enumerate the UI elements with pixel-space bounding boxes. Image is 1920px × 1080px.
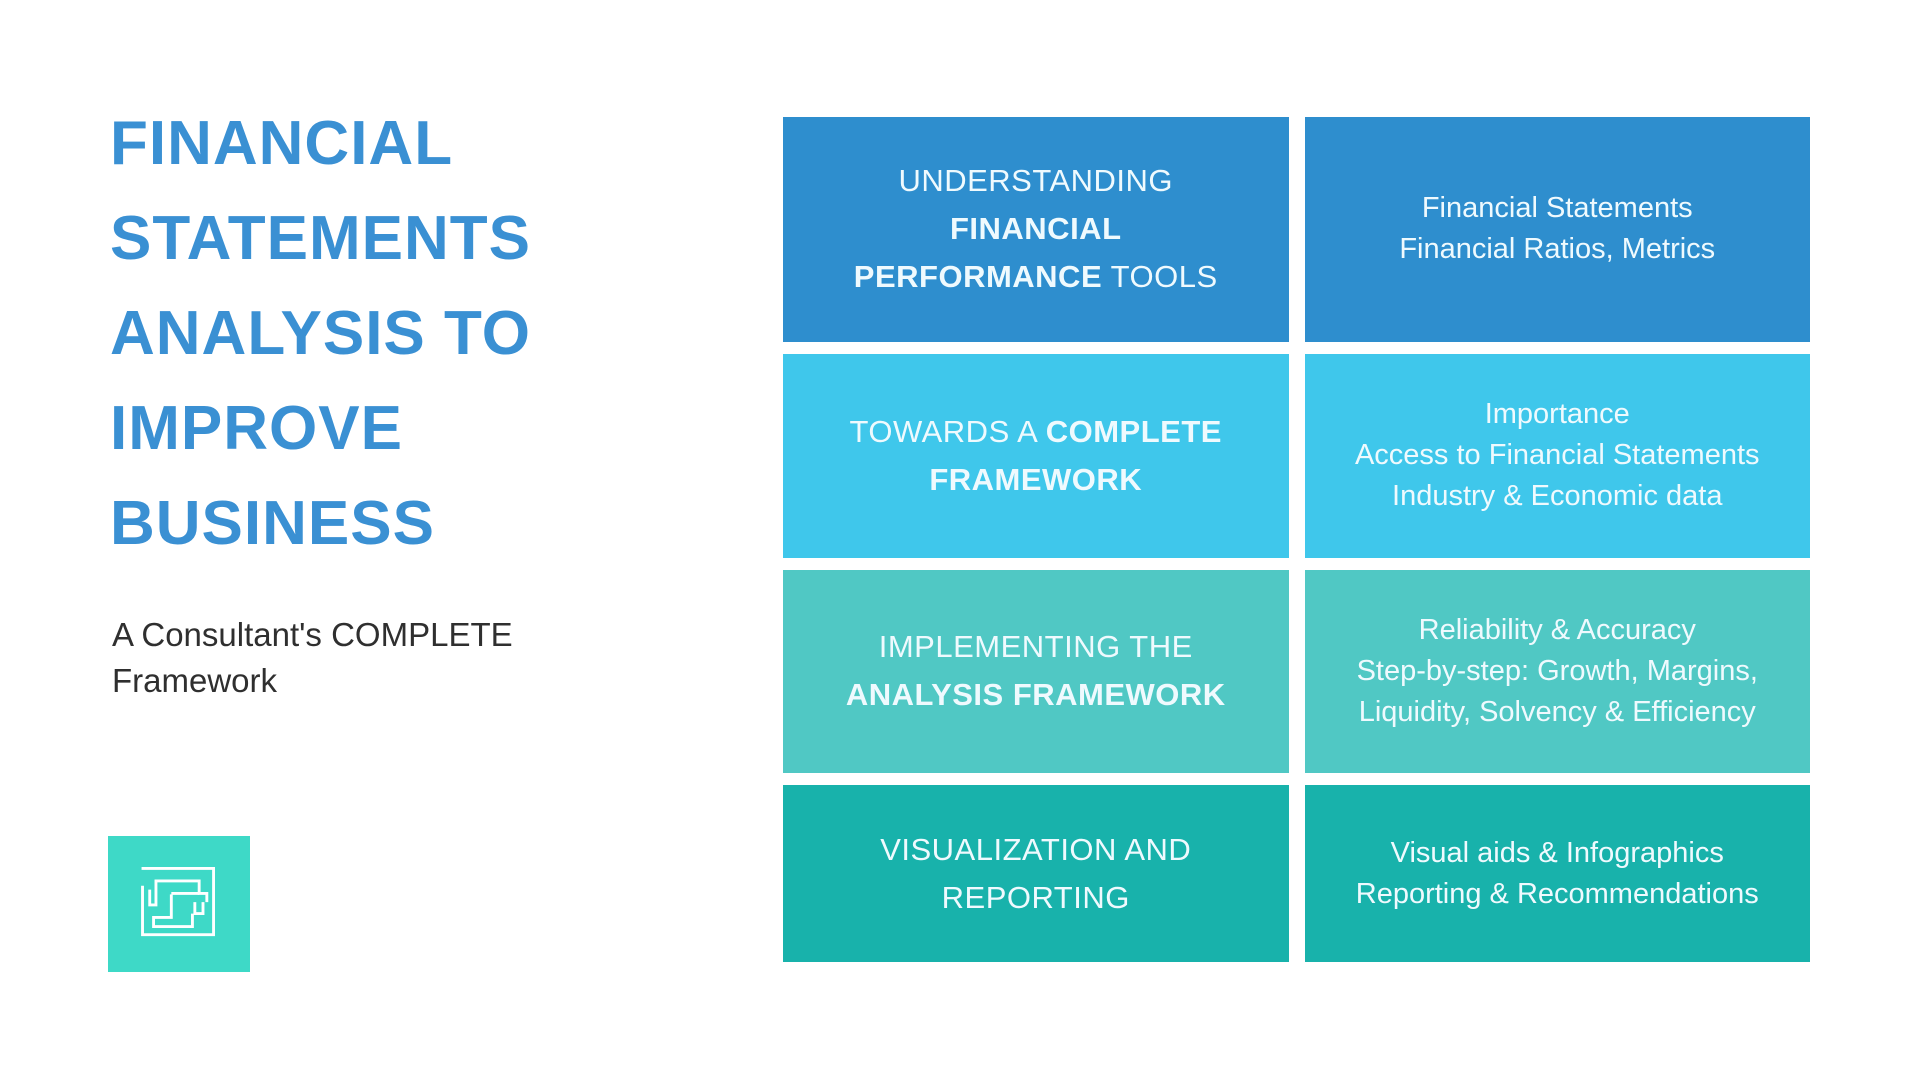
topic-line: PERFORMANCE TOOLS <box>853 259 1218 295</box>
detail-line: Financial Statements <box>1421 192 1693 225</box>
grid-cell-topic-4: VISUALIZATION AND REPORTING <box>783 785 1289 962</box>
topic-line: FRAMEWORK <box>929 461 1143 497</box>
title-line: BUSINESS <box>110 489 435 558</box>
detail-line: Liquidity, Solvency & Efficiency <box>1358 695 1756 728</box>
detail-line: Access to Financial Statements <box>1354 439 1760 472</box>
grid-cell-detail-1: Financial Statements Financial Ratios, M… <box>1304 117 1810 342</box>
detail-line: Reporting & Recommendations <box>1355 877 1759 910</box>
grid-cell-topic-2: TOWARDS A COMPLETE FRAMEWORK <box>783 353 1289 558</box>
subtitle: A Consultant's COMPLETE Framework <box>112 612 632 704</box>
topic-line: REPORTING <box>941 879 1130 915</box>
maze-icon <box>141 867 215 937</box>
detail-line: Visual aids & Infographics <box>1390 836 1724 869</box>
grid-cell-topic-3: IMPLEMENTING THE ANALYSIS FRAMEWORK <box>783 569 1289 774</box>
topic-line: VISUALIZATION AND <box>880 831 1192 867</box>
grid-cell-topic-1: UNDERSTANDING FINANCIAL PERFORMANCE TOOL… <box>783 117 1289 342</box>
title-line: ANALYSIS TO <box>110 299 531 368</box>
title-line: IMPROVE <box>110 394 403 463</box>
topic-line: UNDERSTANDING <box>898 163 1174 199</box>
title-line: FINANCIAL <box>110 109 454 178</box>
detail-line: Financial Ratios, Metrics <box>1399 233 1716 266</box>
brand-logo <box>108 836 250 972</box>
topic-line: FINANCIAL <box>949 211 1122 247</box>
detail-line: Industry & Economic data <box>1392 480 1723 513</box>
topic-line: IMPLEMENTING THE <box>878 629 1193 665</box>
grid-cell-detail-3: Reliability & Accuracy Step-by-step: Gro… <box>1304 569 1810 774</box>
title-line: STATEMENTS <box>110 204 532 273</box>
topic-line: TOWARDS A COMPLETE <box>849 413 1222 449</box>
detail-line: Importance <box>1484 398 1630 431</box>
page-title: FINANCIAL STATEMENTS ANALYSIS TO IMPROVE… <box>110 96 750 571</box>
grid-cell-detail-2: Importance Access to Financial Statement… <box>1304 353 1810 558</box>
framework-grid: UNDERSTANDING FINANCIAL PERFORMANCE TOOL… <box>783 117 1810 962</box>
subtitle-line: Framework <box>112 662 278 699</box>
grid-cell-detail-4: Visual aids & Infographics Reporting & R… <box>1304 785 1810 962</box>
subtitle-line: A Consultant's COMPLETE <box>112 616 513 653</box>
topic-line: ANALYSIS FRAMEWORK <box>845 677 1226 713</box>
detail-line: Reliability & Accuracy <box>1418 613 1696 646</box>
detail-line: Step-by-step: Growth, Margins, <box>1356 654 1758 687</box>
